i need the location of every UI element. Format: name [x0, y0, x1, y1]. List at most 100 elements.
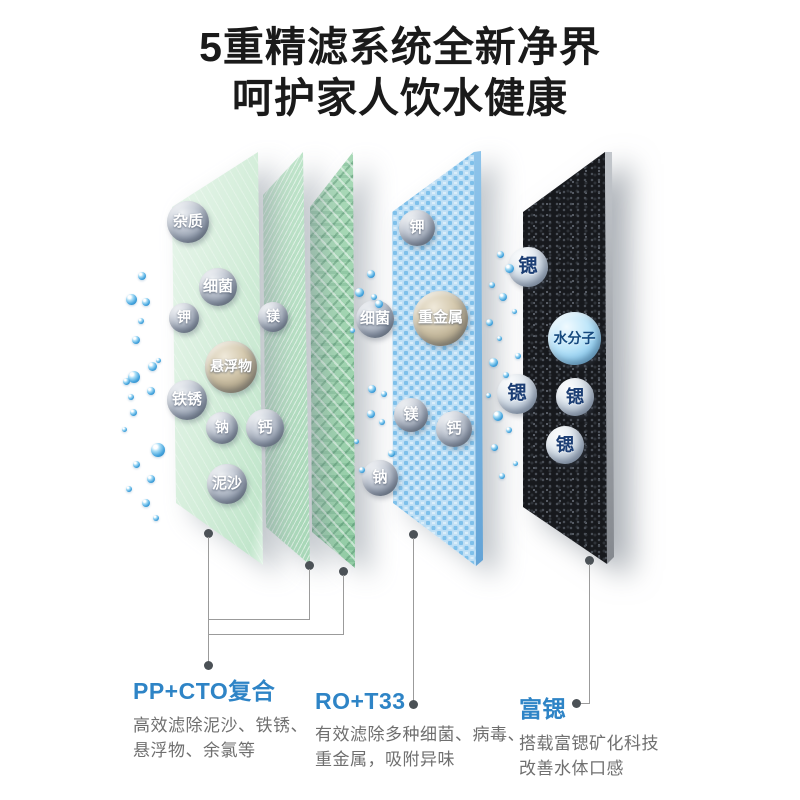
particle-bubble: 细菌 — [199, 268, 237, 306]
water-droplet — [387, 449, 395, 457]
water-droplet — [488, 357, 498, 367]
particle-bubble: 铁锈 — [167, 380, 207, 420]
water-droplet — [381, 391, 387, 397]
particle-bubble: 杂质 — [167, 201, 209, 243]
leader-dot — [305, 561, 314, 570]
bubble-label: 钙 — [257, 418, 273, 436]
stage-desc-line: 改善水体口感 — [519, 759, 624, 778]
leader-dot — [572, 699, 581, 708]
leader-line — [413, 538, 414, 702]
particle-bubble: 重金属 — [413, 291, 468, 346]
stage-label-pp-cto: PP+CTO复合 高效滤除泥沙、铁锈、 悬浮物、余氯等 — [133, 672, 333, 763]
water-droplet — [489, 282, 495, 288]
filter-sheet-cto — [258, 148, 314, 572]
water-droplet — [121, 426, 127, 432]
bubble-label: 钠 — [215, 419, 229, 436]
water-droplet — [128, 371, 140, 383]
water-droplet — [353, 438, 359, 444]
water-droplet — [151, 443, 165, 457]
particle-bubble: 镁 — [258, 302, 288, 332]
particle-bubble: 锶 — [508, 247, 548, 287]
water-droplet — [499, 473, 505, 479]
leader-line — [578, 703, 590, 704]
leader-dot — [409, 530, 418, 539]
bubble-label: 细菌 — [359, 309, 390, 327]
bubble-label: 悬浮物 — [210, 358, 252, 375]
particle-bubble: 钙 — [246, 409, 284, 447]
water-droplet — [147, 387, 155, 395]
ro-sheet-face — [392, 152, 476, 566]
water-droplet — [153, 515, 159, 521]
water-droplet — [490, 443, 498, 451]
water-droplet — [499, 293, 507, 301]
water-droplet — [379, 419, 385, 425]
bubble-label: 铁锈 — [171, 390, 202, 408]
particle-bubble: 锶 — [497, 374, 537, 414]
bubble-label: 泥沙 — [211, 474, 242, 492]
bubble-label: 镁 — [403, 405, 419, 423]
bubble-label: 钾 — [409, 218, 425, 236]
water-droplet — [493, 411, 503, 421]
bubble-label: 钾 — [177, 309, 191, 326]
particle-bubble: 悬浮物 — [205, 341, 257, 393]
water-droplet — [496, 335, 502, 341]
particle-bubble: 钾 — [399, 210, 435, 246]
water-droplet — [132, 336, 140, 344]
stage-desc-line: 有效滤除多种细菌、病毒、 — [315, 725, 525, 744]
water-droplet — [132, 460, 140, 468]
bubble-label: 锶 — [556, 434, 574, 455]
water-droplet — [147, 361, 157, 371]
water-droplet — [512, 460, 518, 466]
bubble-label: 锶 — [507, 383, 527, 405]
water-droplet — [368, 385, 376, 393]
filter-sheet-weave — [306, 148, 359, 574]
particle-bubble: 钾 — [169, 303, 199, 333]
stage-label-ro-t33: RO+T33 有效滤除多种细菌、病毒、 重金属，吸附异味 — [315, 688, 525, 772]
particle-bubble: 水分子 — [548, 312, 601, 365]
bubble-label: 钙 — [446, 419, 462, 437]
water-droplet — [129, 408, 137, 416]
leader-dot — [339, 567, 348, 576]
water-droplet — [138, 272, 146, 280]
water-droplet — [504, 263, 514, 273]
stage-desc-line: 搭载富锶矿化科技 — [519, 734, 659, 753]
bubble-label: 锶 — [518, 256, 538, 278]
water-droplet — [147, 475, 155, 483]
water-droplet — [138, 318, 144, 324]
bubble-label: 锶 — [566, 386, 584, 407]
water-droplet — [155, 357, 161, 363]
water-droplet — [515, 353, 521, 359]
water-droplet — [354, 287, 364, 297]
leader-line — [589, 564, 590, 704]
water-droplet — [359, 467, 365, 473]
particle-bubble: 钙 — [436, 411, 472, 447]
bubble-label: 镁 — [266, 308, 280, 325]
leader-line — [208, 537, 209, 664]
leader-dot — [409, 700, 418, 709]
page-title: 5重精滤系统全新净界 呵护家人饮水健康 — [0, 22, 800, 124]
particle-bubble: 镁 — [394, 398, 428, 432]
filter-sheet-strontium — [520, 148, 617, 570]
stage-desc-line: 悬浮物、余氯等 — [133, 741, 256, 760]
leader-line — [208, 619, 310, 620]
weave-sheet-face — [310, 152, 355, 568]
water-droplet — [367, 410, 375, 418]
particle-bubble: 锶 — [546, 426, 584, 464]
leader-line — [309, 569, 310, 620]
leader-line — [208, 634, 344, 635]
water-droplet — [125, 293, 137, 305]
water-droplet — [142, 298, 150, 306]
water-droplet — [126, 486, 132, 492]
bubble-label: 细菌 — [202, 277, 233, 295]
particle-bubble: 钠 — [206, 412, 238, 444]
bubble-label: 杂质 — [172, 212, 203, 230]
water-droplet — [485, 392, 491, 398]
title-line-1: 5重精滤系统全新净界 — [199, 24, 601, 70]
water-droplet — [367, 270, 375, 278]
leader-line — [343, 575, 344, 635]
water-droplet — [128, 394, 134, 400]
water-droplet — [349, 327, 355, 333]
water-droplet — [375, 300, 383, 308]
strontium-sheet-face — [523, 152, 607, 564]
